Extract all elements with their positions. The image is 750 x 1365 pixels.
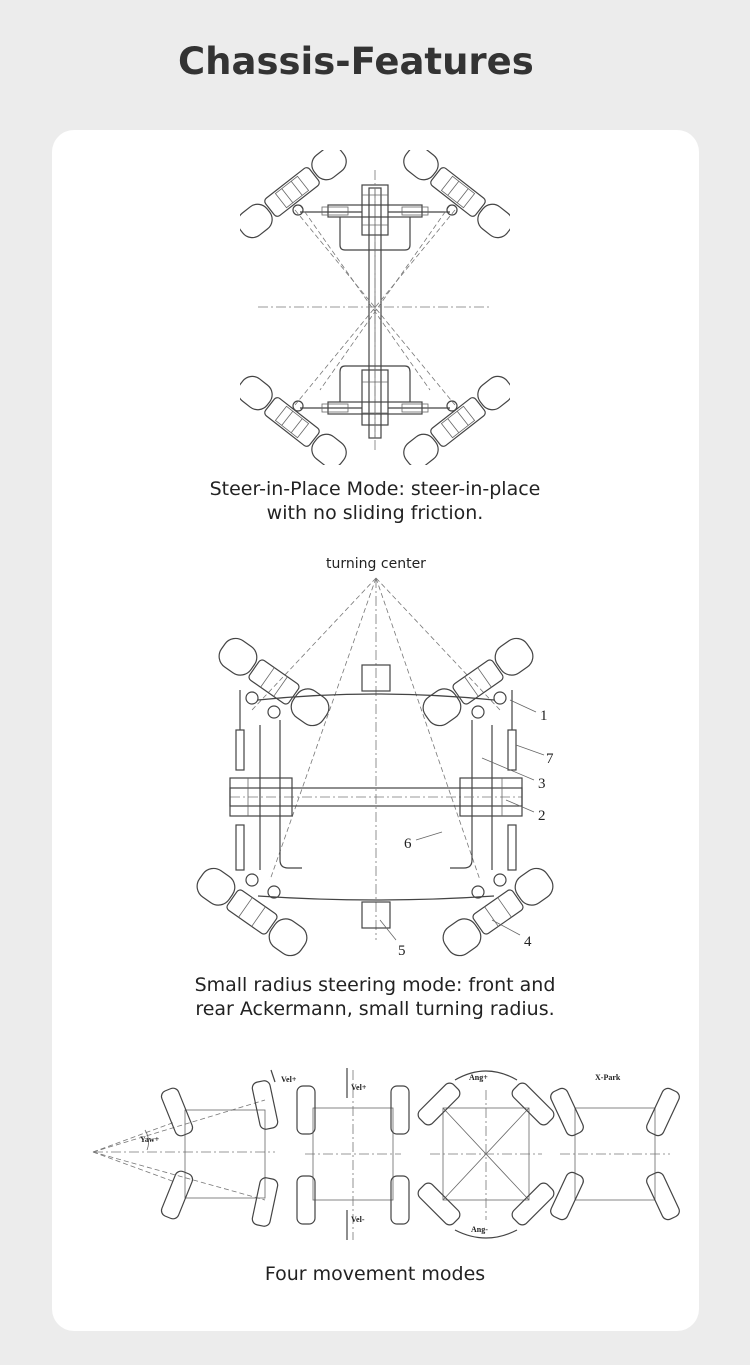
part-label-7: 7	[546, 751, 554, 767]
mode-label-vel-plus: Vel+	[281, 1075, 297, 1084]
mode-rotate: Ang+ Ang-	[415, 1070, 557, 1239]
part-label-5: 5	[398, 943, 406, 959]
ackermann-caption: Small radius steering mode: front and re…	[0, 973, 750, 1021]
mode-label-vel-minus: Vel-	[351, 1215, 365, 1224]
part-label-4: 4	[524, 934, 532, 950]
mode-label-ang-minus: Ang-	[471, 1225, 488, 1234]
turning-center-label: turning center	[326, 556, 426, 572]
mode-label-vel-plus-2: Vel+	[351, 1083, 367, 1092]
caption-line: Steer-in-Place Mode: steer-in-place	[209, 478, 541, 500]
part-label-3: 3	[538, 776, 546, 792]
mode-label-x-park: X-Park	[595, 1073, 621, 1082]
mode-label-ang-plus: Ang+	[469, 1073, 488, 1082]
ackermann-steering-diagram: turning center 1 7 3 2 6 4	[191, 556, 559, 962]
mode-x-park: X-Park	[548, 1073, 680, 1223]
movement-modes-caption: Four movement modes	[0, 1262, 750, 1286]
mode-straight: Vel+ Vel-	[296, 1068, 410, 1240]
mode-label-yaw-plus: Yaw+	[140, 1135, 160, 1144]
caption-line: rear Ackermann, small turning radius.	[195, 998, 555, 1020]
steer-in-place-caption: Steer-in-Place Mode: steer-in-place with…	[0, 477, 750, 525]
part-label-1: 1	[540, 708, 548, 724]
steer-in-place-diagram	[240, 150, 510, 465]
part-label-6: 6	[404, 836, 412, 852]
mode-ackermann: Vel+ Yaw+	[92, 1069, 297, 1228]
page-title: Chassis-Features	[178, 40, 534, 83]
caption-line: with no sliding friction.	[266, 502, 484, 524]
part-label-2: 2	[538, 808, 546, 824]
movement-modes-diagram: Vel+ Yaw+ Vel+ Vel- Ang+ Ang-	[92, 1068, 680, 1240]
caption-line: Small radius steering mode: front and	[194, 974, 556, 996]
features-card	[52, 130, 699, 1331]
caption-line: Four movement modes	[264, 1263, 486, 1285]
